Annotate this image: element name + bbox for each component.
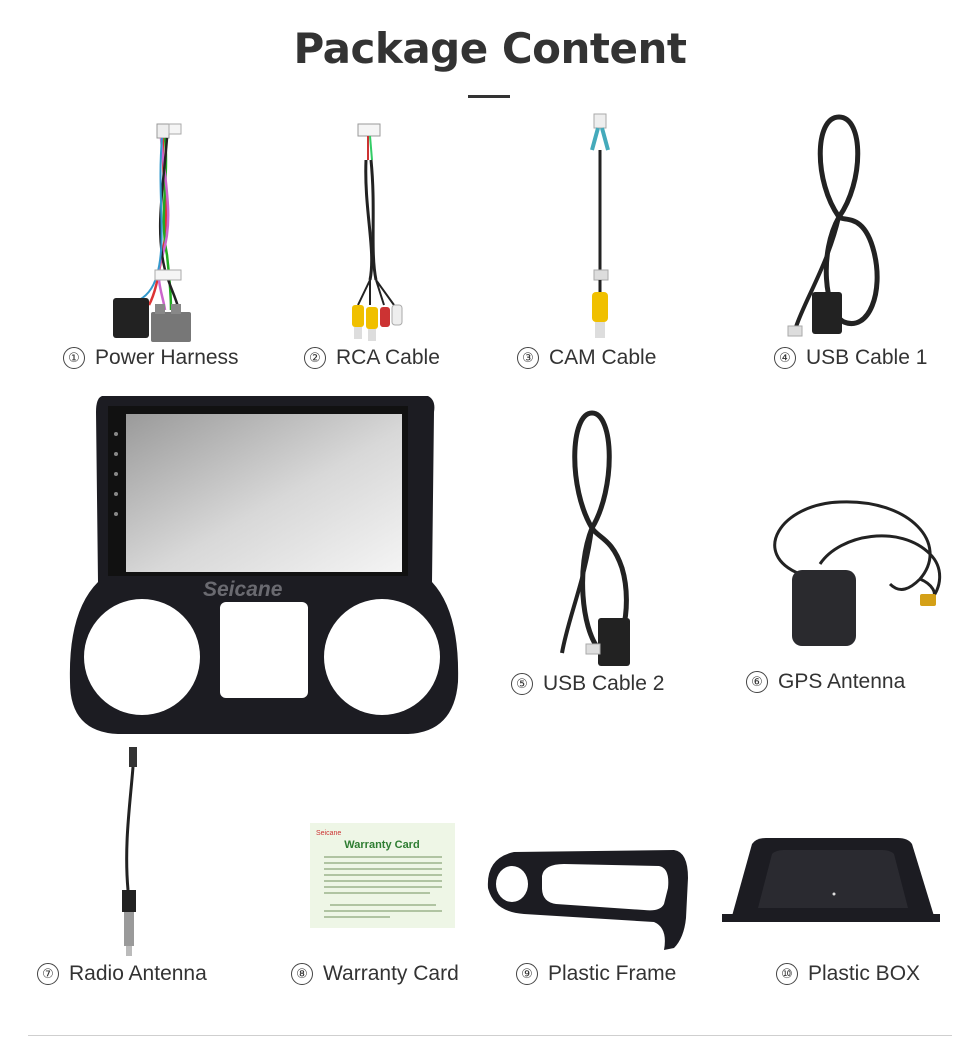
item-number: ⑦ [37,963,59,985]
plastic-frame-image [487,850,688,950]
item-label: Plastic Frame [548,962,677,985]
item-number: ③ [517,347,539,369]
gps-antenna-image [773,500,942,646]
warranty-card-image: Seicane Warranty Card [310,823,455,928]
caption-gps-antenna: ⑥ GPS Antenna [746,670,905,694]
item-label: Power Harness [95,346,239,369]
item-label: RCA Cable [336,346,440,369]
power-harness-image [113,123,191,342]
cam-cable-image [590,113,610,338]
item-number: ⑩ [776,963,798,985]
caption-usb-cable-1: ④ USB Cable 1 [774,346,927,370]
caption-radio-antenna: ⑦ Radio Antenna [37,962,207,986]
caption-power-harness: ① Power Harness [63,346,239,370]
usb-cable-2-image [560,410,630,666]
item-label: GPS Antenna [778,670,906,693]
head-unit-image: Seicane [69,396,459,734]
item-number: ⑤ [511,673,533,695]
caption-rca-cable: ② RCA Cable [304,346,440,370]
rca-cable-image [352,123,403,341]
caption-usb-cable-2: ⑤ USB Cable 2 [511,672,664,696]
caption-plastic-box: ⑩ Plastic BOX [776,962,920,986]
item-label: CAM Cable [549,346,657,369]
item-label: Plastic BOX [808,962,921,985]
page-title: Package Content [293,24,687,73]
bottom-divider [28,1035,952,1036]
item-label: Radio Antenna [69,962,207,985]
caption-cam-cable: ③ CAM Cable [517,346,656,370]
item-number: ⑥ [746,671,768,693]
plastic-box-image [722,838,940,922]
caption-warranty-card: ⑧ Warranty Card [291,962,459,986]
item-number: ② [304,347,326,369]
warranty-card-brand: Seicane [316,830,341,837]
item-label: USB Cable 2 [543,672,665,695]
title-divider [468,95,510,98]
item-label: USB Cable 1 [806,346,928,369]
usb-cable-1-image [787,114,880,337]
item-number: ① [63,347,85,369]
item-number: ④ [774,347,796,369]
item-number: ⑨ [516,963,538,985]
warranty-card-heading: Warranty Card [344,839,419,851]
item-number: ⑧ [291,963,313,985]
caption-plastic-frame: ⑨ Plastic Frame [516,962,676,986]
radio-antenna-image [122,747,137,956]
item-label: Warranty Card [323,962,459,985]
head-unit-brand: Seicane [203,578,283,601]
